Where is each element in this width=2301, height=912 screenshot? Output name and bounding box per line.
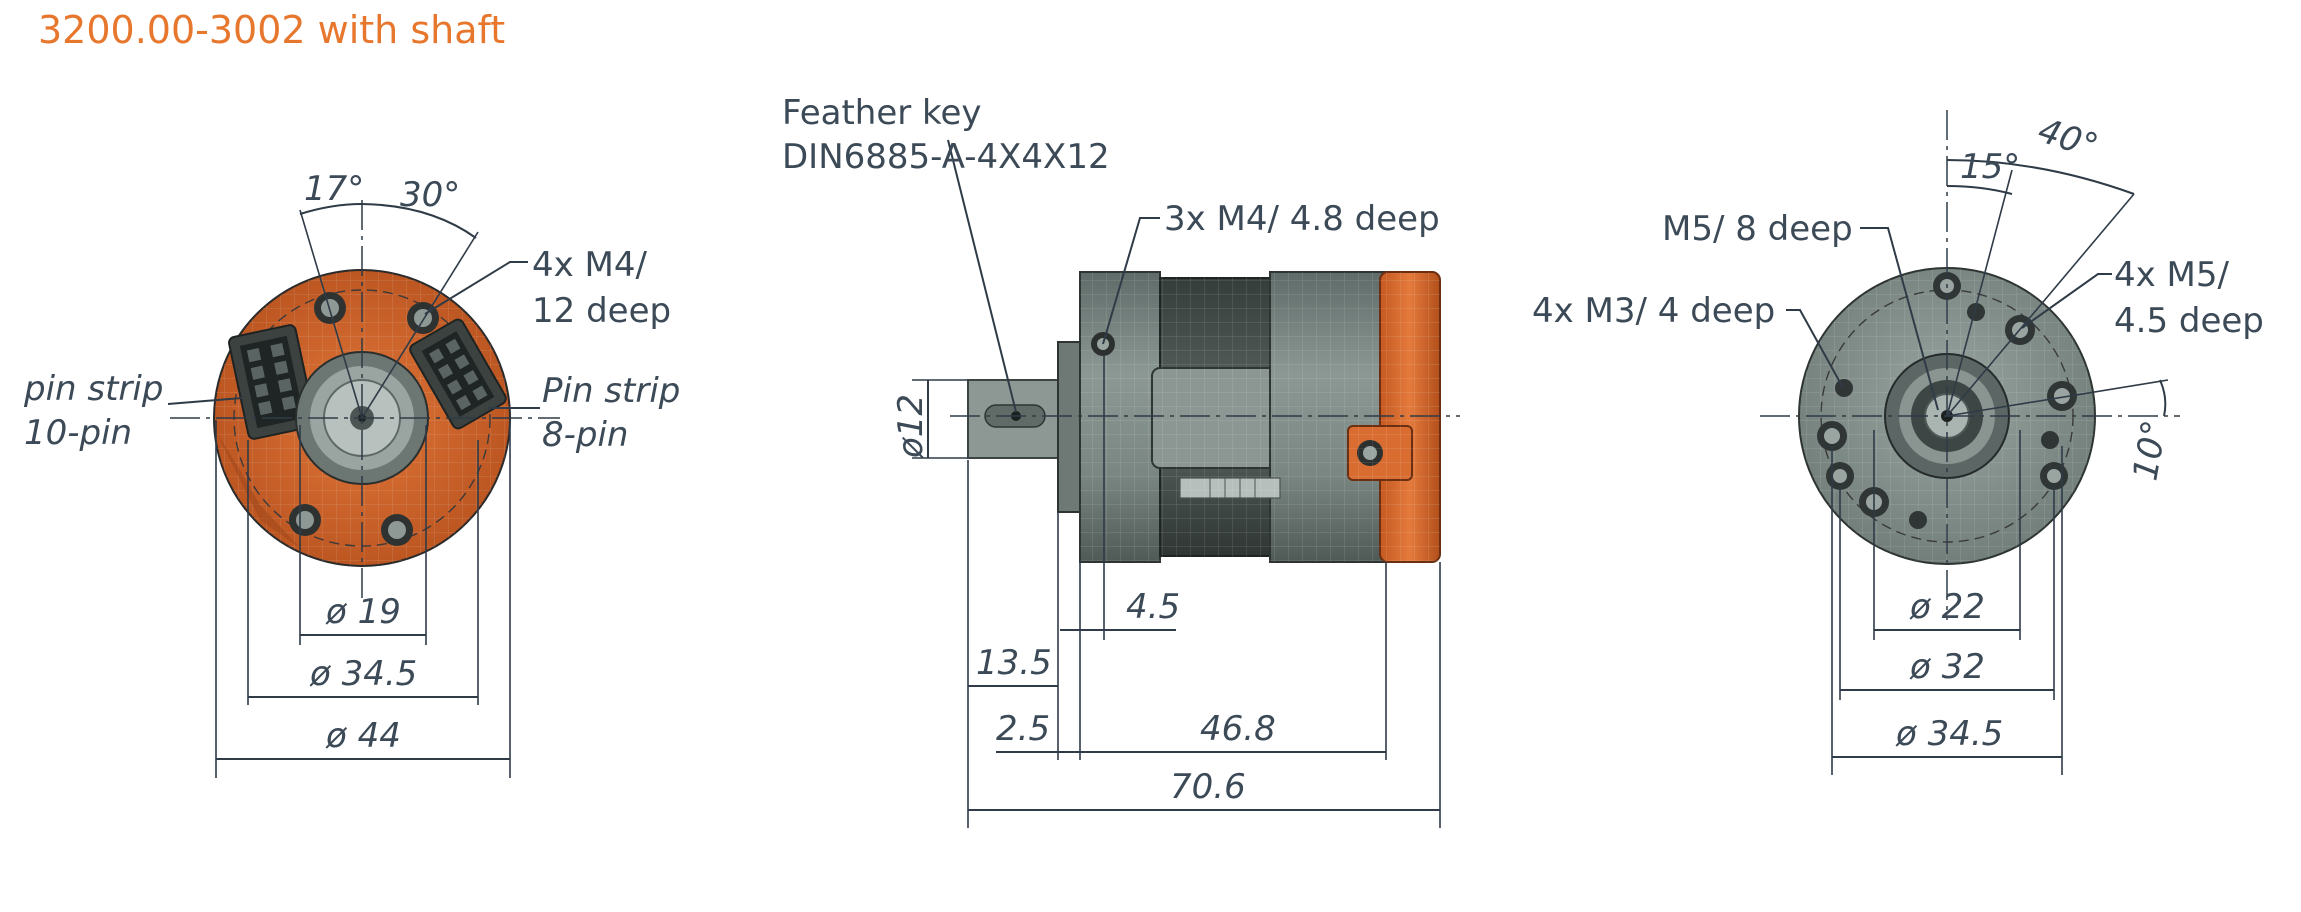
right-dim-d32: ø 32: [1909, 647, 1985, 687]
feather-key-line2: DIN6885-A-4X4X12: [782, 137, 1110, 177]
left-view: 17° 30° 4x M4/ 12 deep pin strip 10-pin …: [23, 169, 680, 778]
pin-strip-10pin-line2: 10-pin: [24, 413, 132, 453]
left-holes-label-line2: 12 deep: [532, 291, 671, 331]
pin-strip-10pin-line1: pin strip: [23, 369, 163, 409]
pin-strip-10pin-connector: [228, 324, 316, 440]
m5-holes-line1: 4x M5/: [2114, 255, 2230, 295]
dim-46-8: 46.8: [1200, 709, 1276, 749]
dim-2-5: 2.5: [996, 709, 1050, 749]
drawing-title: 3200.00-3002 with shaft: [38, 8, 506, 52]
right-angle-40: 40°: [2033, 111, 2103, 168]
m5-holes-line2: 4.5 deep: [2114, 301, 2264, 341]
right-view: 40° 15° 10° M5/ 8 deep 4x M3/ 4 deep 4x …: [1532, 110, 2264, 775]
left-dim-d44: ø 44: [325, 716, 401, 756]
pin-strip-8pin-line1: Pin strip: [542, 371, 680, 411]
middle-view: Feather key DIN6885-A-4X4X12 3x M4/ 4.8 …: [782, 93, 1460, 828]
left-dim-d34-5: ø 34.5: [309, 654, 417, 694]
middle-holes-label: 3x M4/ 4.8 deep: [1164, 199, 1440, 239]
right-angle-10: 10°: [2125, 417, 2175, 483]
pin-strip-8pin-line2: 8-pin: [542, 415, 628, 455]
dim-70-6: 70.6: [1170, 767, 1246, 807]
m3-holes-label: 4x M3/ 4 deep: [1532, 291, 1775, 331]
dim-4-5: 4.5: [1126, 587, 1180, 627]
left-dim-d19: ø 19: [325, 592, 401, 632]
shaft-dim-d12: ø12: [891, 394, 931, 459]
right-dim-d34-5: ø 34.5: [1895, 714, 2003, 754]
right-angle-15: 15°: [1960, 147, 2020, 187]
left-angle-30: 30°: [400, 175, 460, 215]
dim-13-5: 13.5: [976, 643, 1052, 683]
m5-center-label: M5/ 8 deep: [1662, 209, 1853, 249]
feather-key-line1: Feather key: [782, 93, 982, 133]
right-holes: [1817, 272, 2077, 529]
right-dim-d22: ø 22: [1909, 587, 1985, 627]
left-angle-17: 17°: [304, 169, 364, 209]
left-holes-label-line1: 4x M4/: [532, 245, 648, 285]
pin-strip-8pin-connector: [409, 318, 507, 430]
